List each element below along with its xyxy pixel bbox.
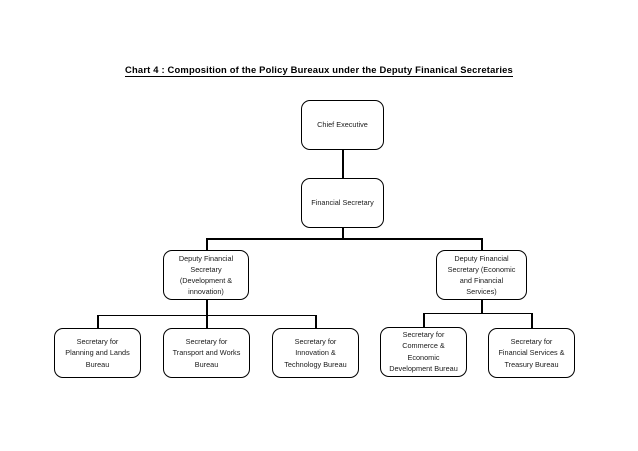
- connector-dfs-development-stem: [206, 300, 208, 315]
- connector-bus-to-sec-transport-works: [206, 314, 208, 329]
- chart-title-text: Chart 4 : Composition of the Policy Bure…: [125, 64, 513, 77]
- connector-ce-to-fs: [342, 150, 344, 178]
- connector-bus-to-dfs-economic: [481, 238, 483, 250]
- connector-dfs-economic-stem: [481, 300, 483, 313]
- node-financial-secretary[interactable]: Financial Secretary: [301, 178, 384, 228]
- connector-fs-stem: [342, 228, 344, 239]
- node-chief-executive-label: Chief Executive: [317, 120, 368, 130]
- connector-dfs-economic-bus: [423, 312, 533, 315]
- node-chief-executive[interactable]: Chief Executive: [301, 100, 384, 150]
- connector-bus-to-sec-commerce-economic: [423, 312, 425, 327]
- node-sec-planning-lands-label: Secretary for Planning and Lands Bureau: [65, 337, 130, 369]
- node-sec-planning-lands[interactable]: Secretary for Planning and Lands Bureau: [54, 328, 141, 378]
- node-financial-secretary-label: Financial Secretary: [311, 198, 374, 208]
- node-sec-transport-works[interactable]: Secretary for Transport and Works Bureau: [163, 328, 250, 378]
- page-title: Chart 4 : Composition of the Policy Bure…: [0, 64, 638, 77]
- node-sec-transport-works-label: Secretary for Transport and Works Bureau: [172, 337, 241, 369]
- connector-bus-to-sec-innovation-technology: [315, 314, 317, 329]
- connector-bus-to-dfs-development: [206, 238, 208, 250]
- node-dfs-development-label: Deputy Financial Secretary (Development …: [178, 253, 234, 297]
- node-sec-financial-treasury-label: Secretary for Financial Services & Treas…: [498, 337, 565, 369]
- connector-bus-to-sec-planning-lands: [97, 314, 99, 329]
- node-dfs-economic[interactable]: Deputy Financial Secretary (Economic and…: [436, 250, 527, 300]
- node-sec-financial-treasury[interactable]: Secretary for Financial Services & Treas…: [488, 328, 575, 378]
- connector-bus-to-sec-financial-treasury: [531, 312, 533, 328]
- node-dfs-economic-label: Deputy Financial Secretary (Economic and…: [447, 253, 516, 297]
- connector-fs-bus: [206, 238, 483, 240]
- node-sec-innovation-technology[interactable]: Secretary for Innovation & Technology Bu…: [272, 328, 359, 378]
- node-dfs-development[interactable]: Deputy Financial Secretary (Development …: [163, 250, 249, 300]
- node-sec-commerce-economic-label: Secretary for Commerce & Economic Develo…: [389, 330, 458, 373]
- node-sec-innovation-technology-label: Secretary for Innovation & Technology Bu…: [284, 337, 347, 369]
- node-sec-commerce-economic[interactable]: Secretary for Commerce & Economic Develo…: [380, 326, 467, 377]
